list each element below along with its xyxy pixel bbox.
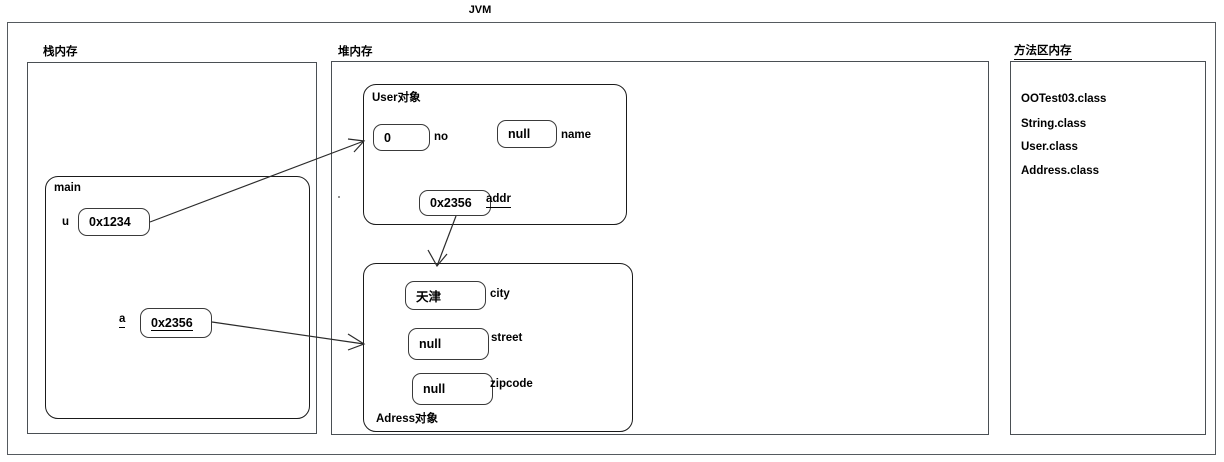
user-field-name-label: name — [561, 129, 592, 141]
user-field-no-label: no — [434, 131, 449, 143]
user-field-addr-label: addr — [486, 193, 511, 208]
method-area-region-label: 方法区内存 — [1014, 45, 1072, 60]
diagram-title: JVM — [468, 4, 492, 16]
stray-ink-dot — [338, 196, 340, 198]
stack-variable-a-value-text: 0x2356 — [151, 315, 193, 331]
stack-region-label: 栈内存 — [43, 46, 78, 58]
method-area-class-entry: String.class — [1021, 118, 1087, 130]
stack-variable-u-label: u — [62, 216, 70, 228]
user-field-addr-value-text: 0x2356 — [430, 196, 472, 210]
address-field-street-value[interactable]: null — [408, 328, 489, 360]
user-object-box — [363, 84, 627, 225]
address-field-city-value[interactable]: 天津 — [405, 281, 486, 310]
user-field-addr-value[interactable]: 0x2356 — [419, 190, 491, 216]
address-field-zipcode-value-text: null — [423, 382, 446, 396]
stack-variable-a-value[interactable]: 0x2356 — [140, 308, 212, 338]
address-field-street-value-text: null — [419, 337, 442, 351]
address-field-zipcode-value[interactable]: null — [412, 373, 493, 405]
address-field-city-label: city — [490, 288, 510, 300]
stack-variable-u-value-text: 0x1234 — [89, 215, 131, 229]
address-field-city-value-text: 天津 — [416, 290, 442, 304]
stack-variable-u-value[interactable]: 0x1234 — [78, 208, 150, 236]
stack-variable-a-label: a — [119, 313, 126, 328]
address-object-caption: Adress对象 — [376, 413, 438, 425]
user-field-no-value[interactable]: 0 — [373, 124, 430, 151]
address-field-zipcode-label: zipcode — [490, 378, 533, 390]
user-field-name-value-text: null — [508, 127, 531, 141]
address-field-street-label: street — [491, 332, 523, 344]
method-area-class-entry: OOTest03.class — [1021, 93, 1107, 105]
user-field-no-value-text: 0 — [384, 130, 391, 145]
method-area-region — [1010, 61, 1206, 435]
user-field-name-value[interactable]: null — [497, 120, 557, 148]
method-area-class-entry: User.class — [1021, 141, 1078, 153]
heap-region-label: 堆内存 — [338, 46, 373, 58]
method-area-class-entry: Address.class — [1021, 165, 1099, 177]
main-frame-caption: main — [54, 182, 81, 194]
user-object-caption: User对象 — [372, 92, 421, 104]
